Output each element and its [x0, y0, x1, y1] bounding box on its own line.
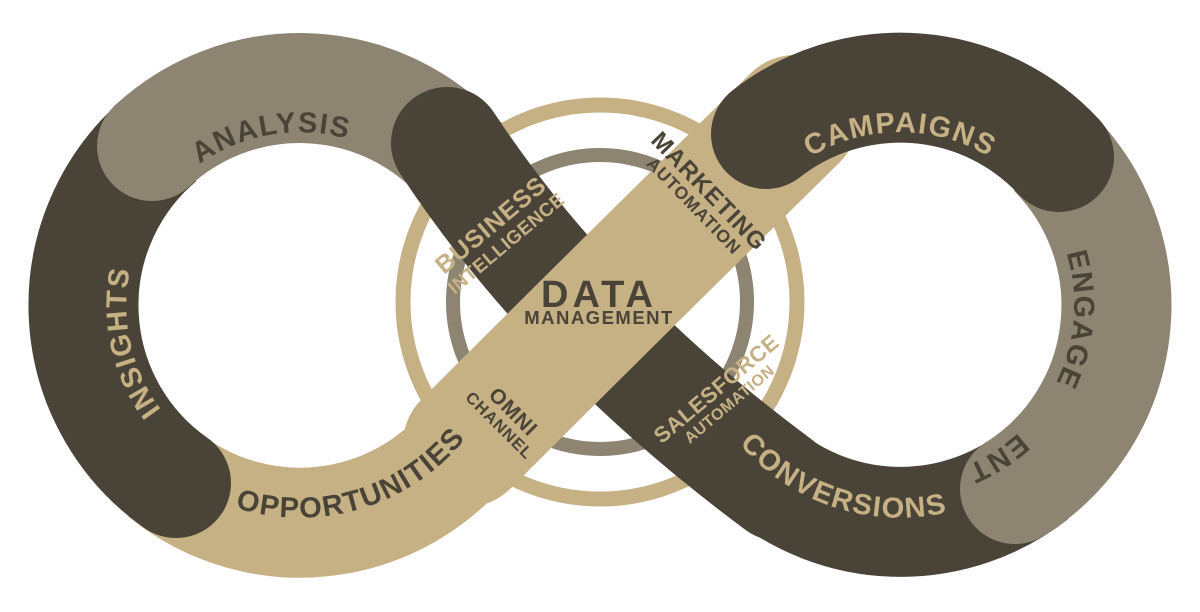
data-line2: MANAGEMENT [524, 307, 674, 328]
campaigns-arc [711, 32, 1114, 212]
engagement-arc-endcap [960, 434, 1070, 544]
center-outer-ring [395, 97, 805, 507]
insights-arc-endcap [121, 428, 231, 538]
data-line1: DATA [541, 274, 657, 316]
data-management-label: DATA MANAGEMENT [524, 274, 674, 328]
center-inner-ring [446, 148, 754, 456]
analysis-arc-startcap [97, 91, 207, 201]
